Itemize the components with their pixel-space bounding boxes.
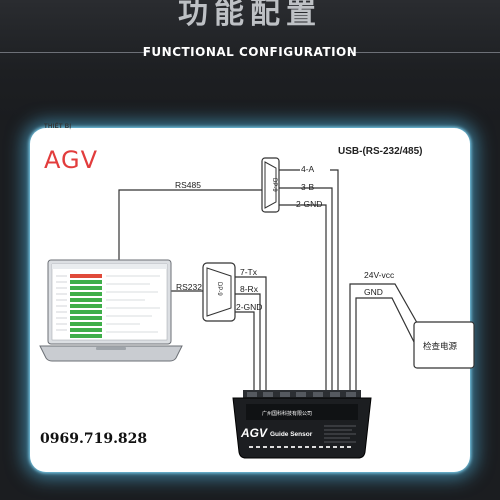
pin-label-7tx: 7-Tx [240,267,258,277]
rs485-label: RS485 [175,180,201,190]
divider-left [0,52,150,53]
pin-label-3b: 3-B [301,182,315,192]
agv-guide-sensor: 广州国科科技有限公司 AGV Guide Sensor [232,390,372,459]
sensor-spec-lines [324,425,356,443]
wire-24v [349,283,421,395]
db9-bottom: DP-9 [202,262,236,322]
sensor-leds [249,446,351,448]
wire-2gnd-top [279,204,327,395]
sensor-name: AGV [240,426,268,440]
divider-right [350,52,500,53]
power-label-24v: 24V-vcc [364,270,395,280]
db9-bottom-label: DP-9 [216,282,222,296]
power-box-label: 检查电源 [423,341,458,351]
wire-4a [330,169,339,395]
pin-label-2gnd-bottom: 2-GND [236,302,262,312]
phone-number: 0969.719.828 [40,431,148,447]
db9-top-label: DP-9 [271,178,277,192]
wire-gnd [355,297,421,395]
power-box: 检查电源 [413,321,475,369]
brand-small-label: THIẾT BỊ [44,124,72,130]
brand-logo: AGV [44,146,99,174]
usb-label: USB-(RS-232/485) [338,146,423,157]
wire-8rx [235,293,261,395]
wire-7tx [235,276,267,395]
header-band [0,0,500,120]
rs232-label: RS232 [176,282,202,292]
wire-2gnd-bottom [235,311,255,395]
db9-top: DP-9 [261,157,280,213]
laptop [39,259,183,362]
laptop-screen-bars [70,274,102,338]
page-title-en: FUNCTIONAL CONFIGURATION [142,45,358,59]
rs485-wire [118,189,262,260]
pin-label-4a: 4-A [301,164,315,174]
laptop-screen-lines [56,275,160,333]
sensor-connectors [247,392,356,397]
page-title-cn: 功能配置 [178,0,322,31]
pin-label-2gnd-top: 2-GND [296,199,322,209]
wires [118,169,421,395]
sensor-company: 广州国科科技有限公司 [262,410,312,417]
power-label-gnd: GND [364,287,383,297]
wire-3b [279,187,333,395]
pin-label-8rx: 8-Rx [240,284,259,294]
sensor-name-sub: Guide Sensor [270,431,313,438]
